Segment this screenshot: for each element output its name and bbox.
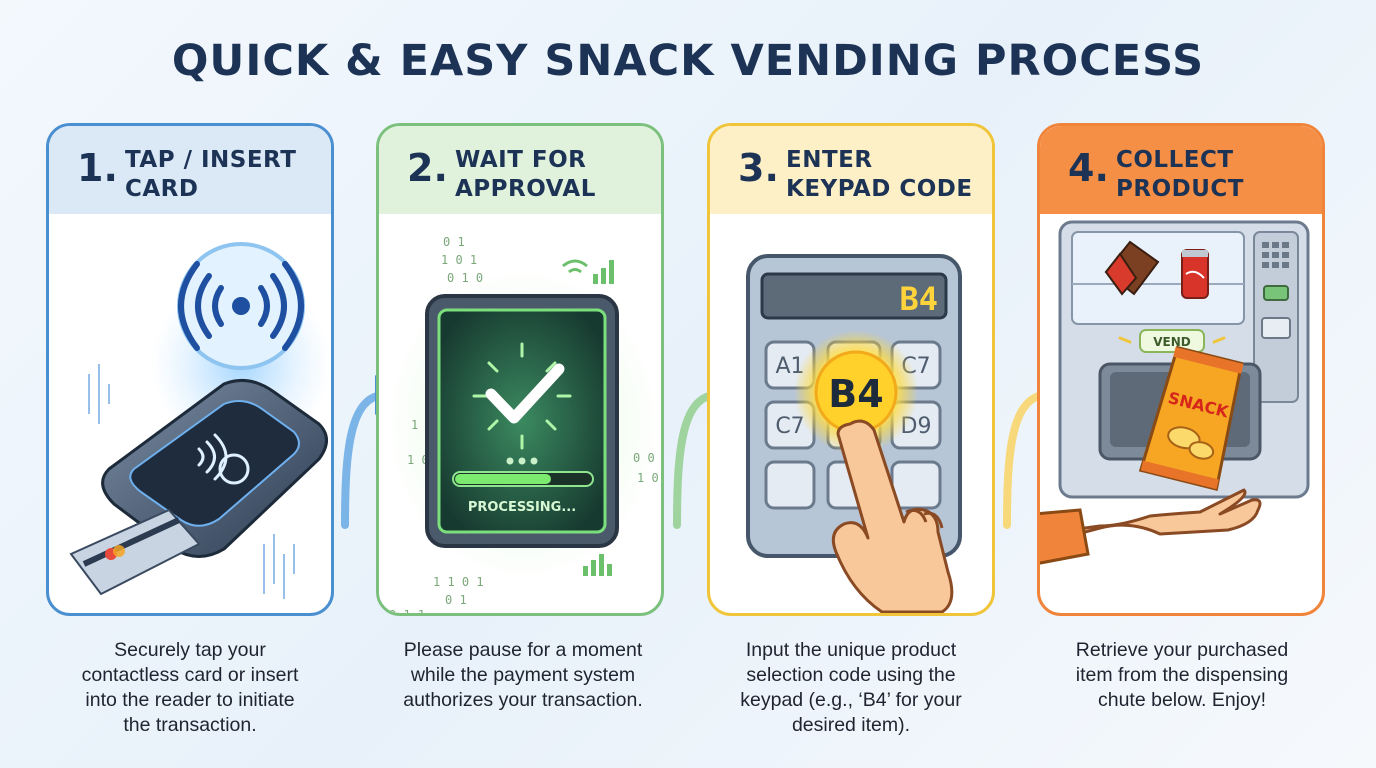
wifi-signal-icon (562, 259, 614, 284)
step-number: 3. (738, 146, 779, 190)
soda-can-icon (1181, 249, 1209, 299)
selected-key: B4 (828, 372, 883, 416)
chocolate-bar-icon (1104, 240, 1160, 296)
step-heading-line: WAIT FOR (455, 147, 587, 173)
binary-digits: 0 1 1 (389, 608, 425, 616)
step-number: 4. (1068, 146, 1109, 190)
step-number: 2. (407, 146, 448, 190)
vend-label: VEND (1153, 335, 1191, 349)
card-reader-icon (101, 378, 328, 558)
description-line: desired item). (791, 714, 911, 736)
description-line: selection code using the (746, 664, 956, 686)
snack-bag-icon: SNACK (1138, 345, 1244, 492)
open-hand-icon (1040, 488, 1262, 565)
step-card-1: 1. TAP / INSERT CARD (46, 123, 334, 616)
step-description-3: Input the unique product selection code … (701, 638, 1001, 738)
step-description-2: Please pause for a moment while the paym… (373, 638, 673, 713)
binary-digits: 1 0 1 (441, 253, 477, 267)
description-line: contactless card or insert (81, 664, 299, 686)
binary-digits: 1 0 (637, 471, 659, 485)
step-heading-line: KEYPAD CODE (786, 176, 973, 202)
binary-digits: 0 1 (445, 593, 467, 607)
vending-machine-illustration: VEND SNACK (1040, 220, 1310, 565)
step-heading: WAIT FOR APPROVAL (455, 146, 596, 204)
description-line: item from the dispensing (1075, 664, 1289, 686)
keypad-illustration: B4 A1 C7 C7 D9 B4 (746, 254, 962, 613)
binary-digits: 0 1 0 (447, 271, 483, 285)
description-line: Securely tap your (114, 639, 266, 661)
processing-text: PROCESSING... (468, 500, 576, 515)
description-line: Retrieve your purchased (1075, 639, 1289, 661)
description-line: the transaction. (123, 714, 257, 736)
description-line: while the payment system (410, 664, 636, 686)
card-reader-illustration (69, 242, 331, 599)
step-header-3: 3. ENTER KEYPAD CODE (710, 126, 992, 214)
keypad-display: B4 (899, 280, 938, 318)
step-heading-line: CARD (125, 176, 199, 202)
step-description-1: Securely tap your contactless card or in… (40, 638, 340, 738)
step-number: 1. (77, 146, 118, 190)
credit-card-icon (69, 508, 201, 596)
description-line: chute below. Enjoy! (1097, 689, 1267, 711)
contactless-icon (177, 242, 305, 370)
binary-digits: 1 1 0 1 (433, 575, 484, 589)
step-heading-line: TAP / INSERT (125, 147, 297, 173)
step-description-4: Retrieve your purchased item from the di… (1032, 638, 1332, 713)
pointing-hand-icon (831, 419, 954, 613)
step-heading: TAP / INSERT CARD (125, 146, 296, 204)
step-heading-line: ENTER (786, 147, 873, 173)
binary-digits: 0 1 (443, 235, 465, 249)
checkmark-icon (485, 363, 565, 424)
step-header-4: 4. COLLECT PRODUCT (1040, 126, 1322, 214)
step-header-1: 1. TAP / INSERT CARD (49, 126, 331, 214)
step-card-3: 3. ENTER KEYPAD CODE B4 (707, 123, 995, 616)
description-line: keypad (e.g., ‘B4’ for your (740, 689, 962, 711)
step-header-2: 2. WAIT FOR APPROVAL (379, 126, 661, 214)
page-title: QUICK & EASY SNACK VENDING PROCESS (171, 36, 1205, 86)
step-card-2: 2. WAIT FOR APPROVAL 0 1 1 0 1 0 1 0 1 0… (376, 123, 664, 616)
step-card-4: 4. COLLECT PRODUCT VEND (1037, 123, 1325, 616)
binary-digits: 0 0 (633, 451, 655, 465)
description-line: Input the unique product (745, 639, 957, 661)
description-line: into the reader to initiate (85, 689, 295, 711)
step-heading-line: COLLECT (1116, 147, 1234, 173)
description-line: authorizes your transaction. (403, 689, 643, 711)
step-heading: ENTER KEYPAD CODE (786, 146, 973, 204)
key-label: C7 (775, 414, 804, 439)
step-heading-line: PRODUCT (1116, 176, 1244, 202)
step-heading-line: APPROVAL (455, 176, 596, 202)
description-line: Please pause for a moment (403, 639, 643, 661)
signal-bars-icon (583, 554, 612, 576)
step-heading: COLLECT PRODUCT (1116, 146, 1244, 204)
payment-terminal-illustration: 0 1 1 0 1 0 1 0 1 0 0 1 1 1 0 1 1 1 0 1 … (383, 235, 661, 616)
